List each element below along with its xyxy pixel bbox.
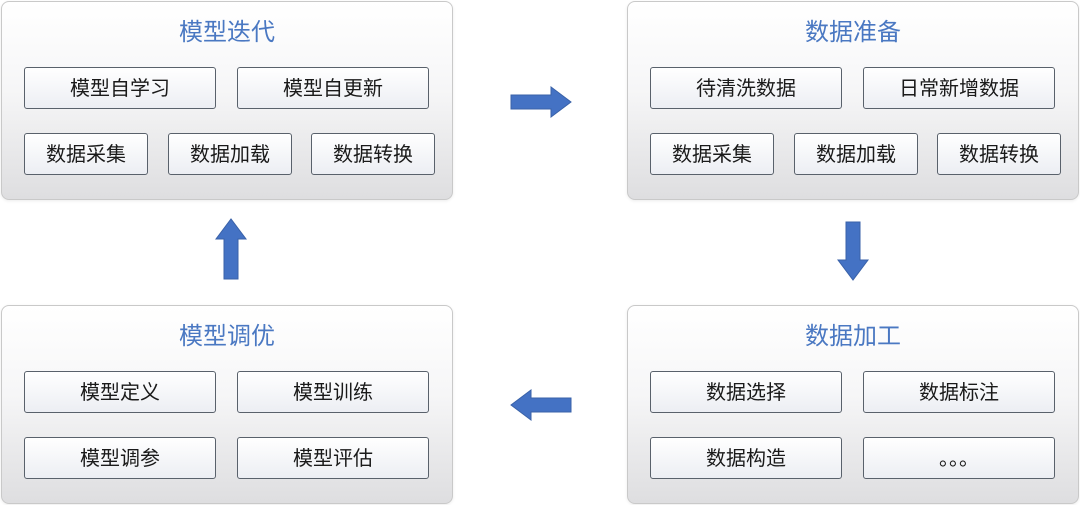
step-box: 日常新增数据 (863, 67, 1055, 109)
panel-data-processing: 数据加工 数据选择 数据标注 数据构造 。。。 (627, 305, 1079, 504)
panel-title: 模型调优 (179, 322, 275, 350)
step-box: 数据加载 (168, 133, 292, 175)
step-box: 模型调参 (24, 437, 216, 479)
step-box: 模型定义 (24, 371, 216, 413)
step-box: 数据构造 (650, 437, 842, 479)
step-box: 待清洗数据 (650, 67, 842, 109)
arrow-down-icon (837, 221, 869, 281)
step-box: 。。。 (863, 437, 1055, 479)
panel-model-tuning: 模型调优 模型定义 模型训练 模型调参 模型评估 (1, 305, 453, 504)
panel-data-preparation: 数据准备 待清洗数据 日常新增数据 数据采集 数据加载 数据转换 (627, 1, 1079, 200)
step-box: 数据加载 (794, 133, 918, 175)
step-box: 数据采集 (650, 133, 774, 175)
step-box: 数据标注 (863, 371, 1055, 413)
panel-model-iteration: 模型迭代 模型自学习 模型自更新 数据采集 数据加载 数据转换 (1, 1, 453, 200)
step-box: 模型训练 (237, 371, 429, 413)
step-box: 模型自学习 (24, 67, 216, 109)
step-box: 模型自更新 (237, 67, 429, 109)
arrow-right-icon (510, 86, 572, 118)
panel-title: 数据准备 (805, 18, 901, 46)
panel-title: 模型迭代 (179, 18, 275, 46)
step-box: 模型评估 (237, 437, 429, 479)
step-box: 数据转换 (937, 133, 1061, 175)
step-box: 数据选择 (650, 371, 842, 413)
arrow-up-icon (215, 218, 247, 280)
arrow-left-icon (510, 389, 572, 421)
panel-title: 数据加工 (805, 322, 901, 350)
step-box: 数据转换 (311, 133, 435, 175)
step-box: 数据采集 (24, 133, 148, 175)
